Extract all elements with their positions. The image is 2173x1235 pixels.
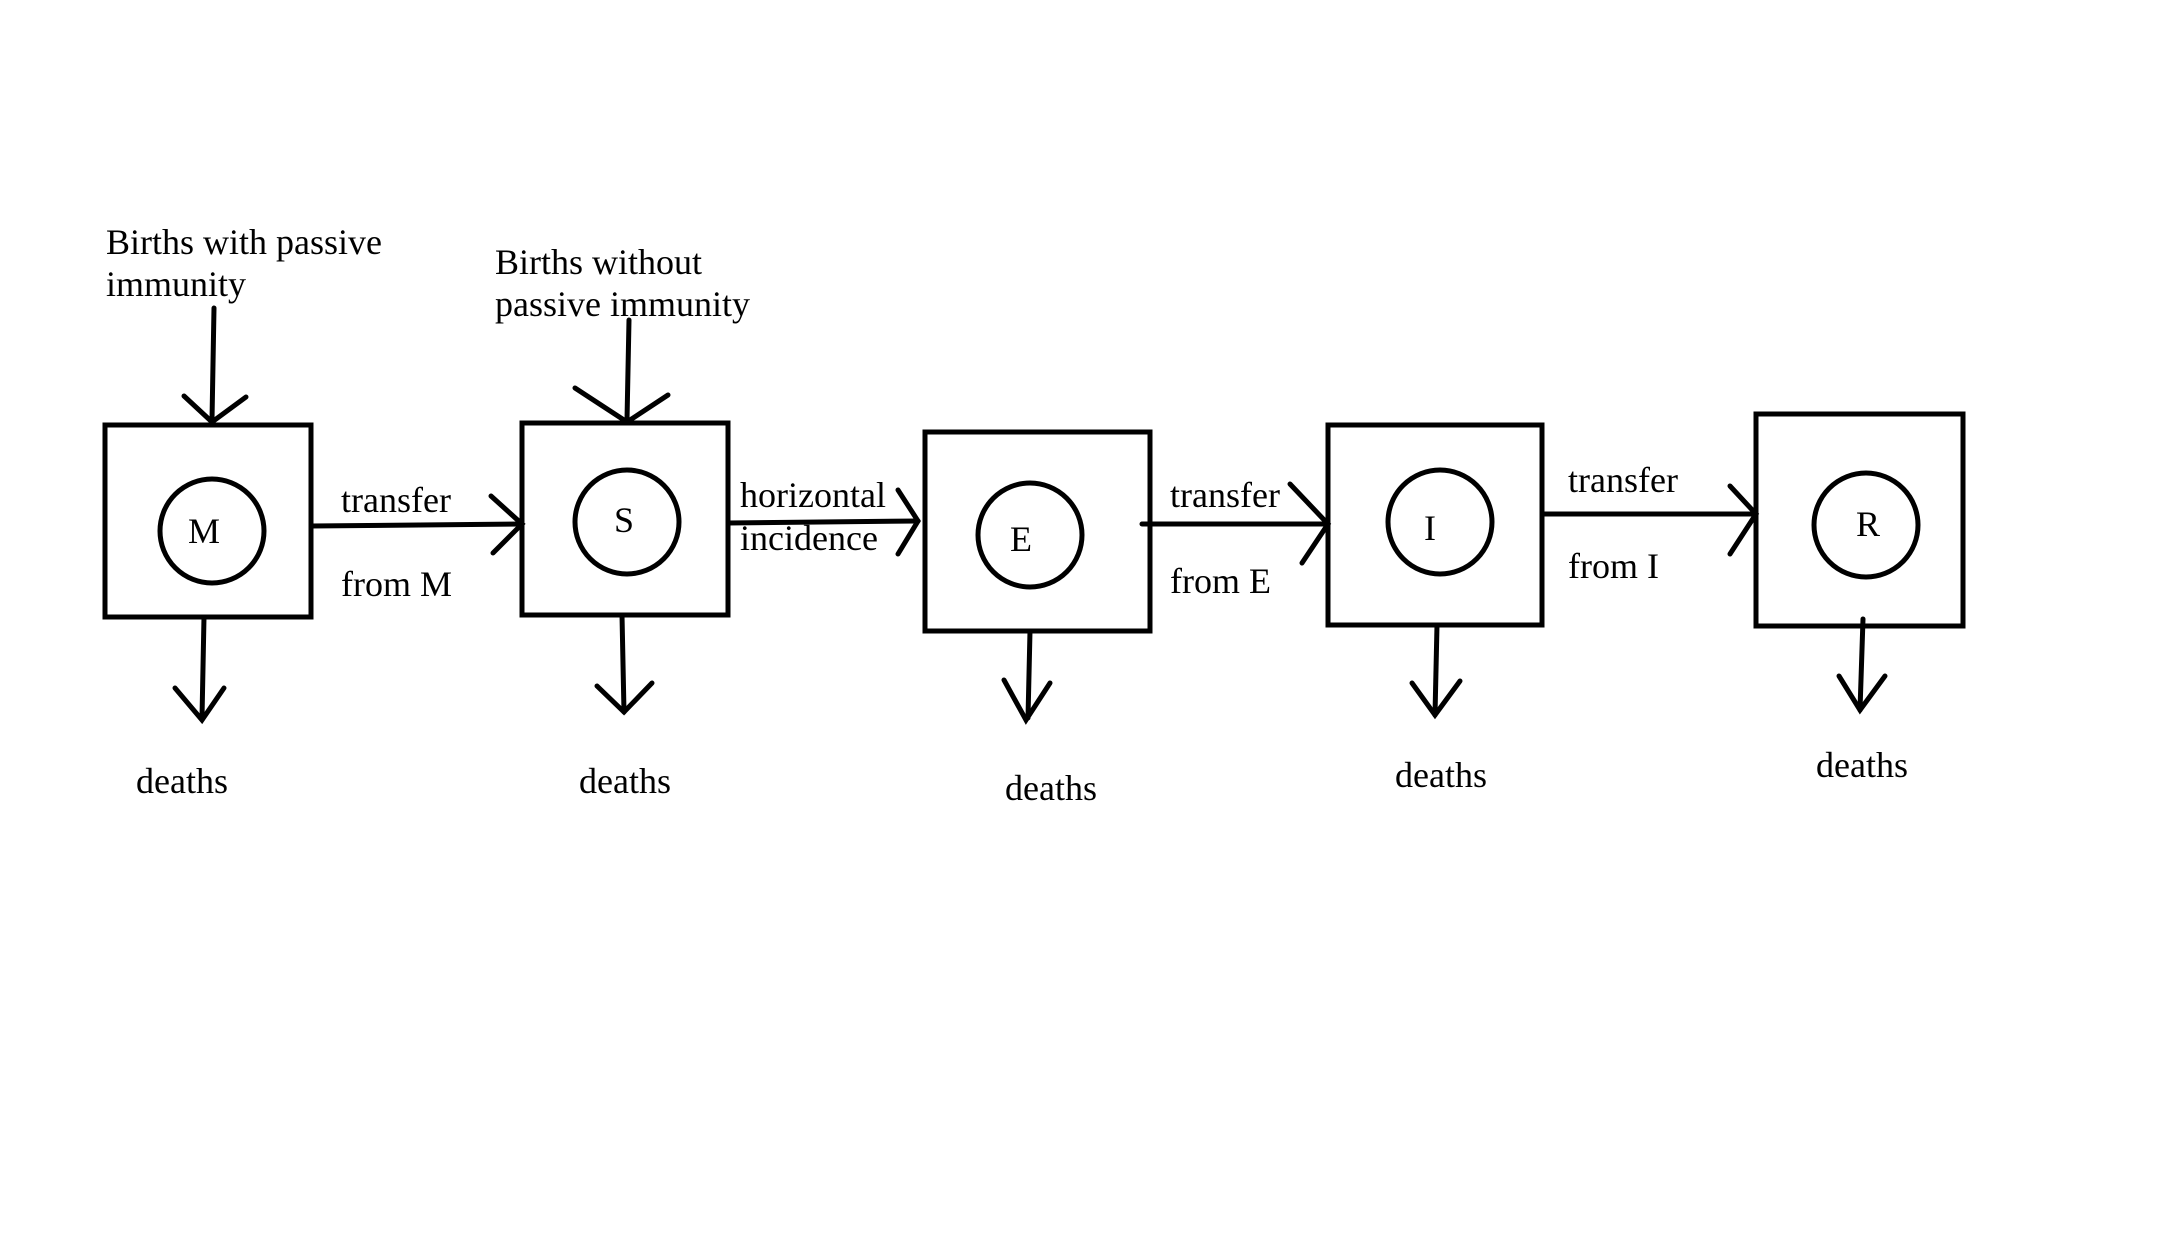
compartment-r: R [1753,411,1966,629]
outflow-r-deaths: deaths [1816,616,1908,785]
outflow-s-deaths-shaft [619,612,627,715]
outflow-r-deaths-arrowhead [1836,673,1888,715]
inflow-births-without-arrow-shaft [624,317,632,423]
compartment-s: S [519,420,731,618]
inflow-births-passive: Births with passive immunity [106,222,382,426]
outflow-e-deaths: deaths [1001,628,1097,808]
outflow-s-deaths: deaths [579,612,671,801]
outflow-m-deaths-label: deaths [136,761,228,801]
compartment-i-circle [1385,467,1495,577]
edge-m-to-s-label-top: transfer [341,480,451,520]
edge-m-to-s-arrowhead [488,493,526,556]
outflow-i-deaths-shaft [1432,622,1440,718]
compartment-s-label: S [614,500,634,540]
inflow-births-without-arrowhead [572,385,671,425]
edge-i-to-r: transfer from I [1539,460,1760,586]
outflow-r-deaths-label: deaths [1816,745,1908,785]
edge-i-to-r-label-bottom: from I [1568,546,1659,586]
compartment-r-box [1753,411,1966,629]
edge-m-to-s-label-bottom: from M [341,564,452,604]
compartment-r-circle [1811,470,1921,580]
edge-s-to-e-label-top: horizontal [740,475,886,515]
compartment-e-circle [975,480,1085,590]
outflow-e-deaths-shaft [1025,628,1033,721]
inflow-births-passive-label-line1: Births with passive [106,222,382,262]
edge-s-to-e-shaft [725,518,921,526]
edge-e-to-i-label-bottom: from E [1170,561,1271,601]
inflow-births-passive-arrowhead [181,393,249,426]
edge-s-to-e: horizontal incidence [725,475,921,558]
edge-m-to-s-shaft [308,521,525,529]
compartment-e: E [922,429,1153,634]
outflow-i-deaths-arrowhead [1409,678,1463,720]
compartment-m-circle [157,476,267,586]
inflow-births-without-label-line2: passive immunity [495,284,750,324]
outflow-s-deaths-arrowhead [594,680,655,716]
compartment-r-label: R [1856,504,1880,544]
inflow-births-passive-label-line2: immunity [106,264,246,304]
inflow-births-without: Births without passive immunity [495,242,750,425]
outflow-s-deaths-label: deaths [579,761,671,801]
compartment-m: M [102,422,314,620]
compartment-s-circle [572,467,682,577]
compartment-m-label: M [188,511,220,551]
edge-i-to-r-arrowhead [1727,483,1760,557]
outflow-r-deaths-shaft [1857,616,1866,713]
outflow-m-deaths-arrowhead [172,685,227,725]
outflow-e-deaths-label: deaths [1005,768,1097,808]
edge-i-to-r-label-top: transfer [1568,460,1678,500]
compartment-i-label: I [1424,508,1436,548]
outflow-i-deaths-label: deaths [1395,755,1487,795]
edge-s-to-e-label-bottom: incidence [740,518,878,558]
inflow-births-without-label-line1: Births without [495,242,702,282]
outflow-e-deaths-arrowhead [1001,677,1053,725]
compartment-i: I [1325,422,1545,628]
edge-e-to-i-label-top: transfer [1170,475,1280,515]
edge-s-to-e-arrowhead [895,487,921,557]
inflow-births-passive-arrow-shaft [209,305,217,423]
outflow-i-deaths: deaths [1395,622,1487,795]
edge-e-to-i-arrowhead [1287,481,1332,566]
compartment-e-label: E [1010,519,1032,559]
outflow-m-deaths-shaft [199,614,207,721]
edge-e-to-i: transfer from E [1139,475,1332,601]
outflow-m-deaths: deaths [136,614,228,801]
edge-m-to-s: transfer from M [308,480,526,604]
